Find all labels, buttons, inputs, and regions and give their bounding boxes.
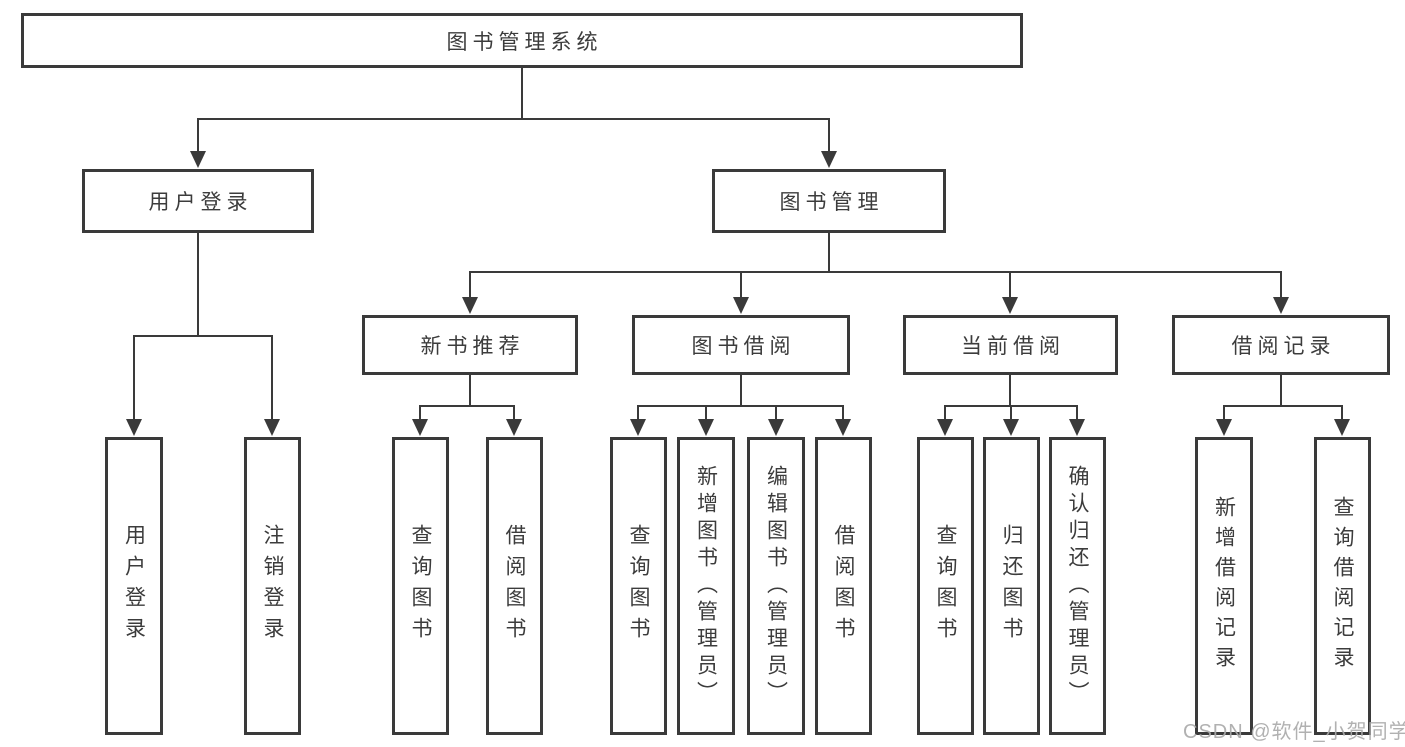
node-book-borrow-label: 图书借阅	[691, 335, 796, 358]
node-root-label: 图书管理系统	[446, 30, 603, 54]
edge-arrow-line-add-borrow-record	[1223, 405, 1225, 420]
arrowhead-icon-edit-book	[768, 419, 784, 436]
node-leaf-borrow-book-rec-label: 借阅图书	[503, 524, 526, 648]
node-borrow-records: 借阅记录	[1172, 315, 1390, 375]
edge-root-bar	[197, 118, 830, 120]
node-user-login-label: 用户登录	[148, 191, 253, 214]
node-leaf-add-book-label: 新增图书（管理员）	[694, 464, 718, 708]
node-leaf-confirm-return-label: 确认归还（管理员）	[1066, 464, 1089, 708]
node-user-login: 用户登录	[82, 169, 314, 233]
edge-arrow-line-borrow-book	[842, 405, 844, 420]
edge-arrow-line-new-book-rec	[469, 271, 471, 298]
node-leaf-add-book: 新增图书（管理员）	[677, 437, 735, 735]
arrowhead-icon-leaf-user-login	[126, 419, 142, 436]
node-leaf-confirm-return: 确认归还（管理员）	[1049, 437, 1106, 735]
edge-book-mgmt-stem	[828, 233, 830, 273]
edge-book-borrow-stem	[740, 375, 742, 407]
arrowhead-icon-new-book-rec	[462, 297, 478, 314]
edge-root-stem	[521, 68, 523, 120]
node-book-mgmt: 图书管理	[712, 169, 946, 233]
arrowhead-icon-confirm-return	[1069, 419, 1085, 436]
arrowhead-icon-borrow-book	[835, 419, 851, 436]
node-leaf-edit-book-label: 编辑图书（管理员）	[764, 464, 788, 708]
arrowhead-icon-leaf-logout	[264, 419, 280, 436]
node-current-borrow: 当前借阅	[903, 315, 1118, 375]
node-leaf-user-login: 用户登录	[105, 437, 163, 735]
arrowhead-icon-return-book	[1003, 419, 1019, 436]
node-leaf-return-book-label: 归还图书	[1000, 524, 1023, 648]
node-leaf-query-borrow-record: 查询借阅记录	[1314, 437, 1371, 735]
watermark: CSDN @软件_小贺同学	[1183, 721, 1405, 743]
arrowhead-icon-query-books-rec	[412, 419, 428, 436]
arrowhead-icon-user-login	[190, 151, 206, 168]
node-leaf-return-book: 归还图书	[983, 437, 1040, 735]
edge-new-book-rec-bar	[419, 405, 515, 407]
edge-arrow-line-query-borrow-record	[1341, 405, 1343, 420]
edge-arrow-line-edit-book	[775, 405, 777, 420]
edge-arrow-line-borrow-records	[1280, 271, 1282, 298]
edge-arrow-line-book-borrow	[740, 271, 742, 298]
node-leaf-borrow-book-rec: 借阅图书	[486, 437, 543, 735]
edge-arrow-line-leaf-user-login	[133, 335, 135, 420]
edge-current-borrow-stem	[1009, 375, 1011, 407]
node-leaf-logout: 注销登录	[244, 437, 301, 735]
node-leaf-logout-label: 注销登录	[261, 524, 284, 648]
node-borrow-records-label: 借阅记录	[1231, 335, 1336, 358]
arrowhead-icon-borrow-records	[1273, 297, 1289, 314]
arrowhead-icon-add-borrow-record	[1216, 419, 1232, 436]
arrowhead-icon-query-books-borrow	[630, 419, 646, 436]
edge-user-login-stem	[197, 233, 199, 337]
node-leaf-borrow-book-label: 借阅图书	[832, 524, 855, 648]
arrowhead-icon-add-book	[698, 419, 714, 436]
edge-arrow-line-confirm-return	[1076, 405, 1078, 420]
node-new-book-rec: 新书推荐	[362, 315, 578, 375]
edge-arrow-line-book-mgmt	[828, 118, 830, 152]
edge-arrow-line-query-books-borrow	[637, 405, 639, 420]
node-book-borrow: 图书借阅	[632, 315, 850, 375]
arrowhead-icon-query-borrow-record	[1334, 419, 1350, 436]
edge-new-book-rec-stem	[469, 375, 471, 407]
node-leaf-user-login-label: 用户登录	[122, 524, 146, 648]
arrowhead-icon-borrow-book-rec	[506, 419, 522, 436]
arrowhead-icon-book-borrow	[733, 297, 749, 314]
edge-arrow-line-query-books-current	[944, 405, 946, 420]
node-root: 图书管理系统	[21, 13, 1023, 68]
node-leaf-borrow-book: 借阅图书	[815, 437, 872, 735]
edge-borrow-records-bar	[1223, 405, 1343, 407]
arrowhead-icon-query-books-current	[937, 419, 953, 436]
node-leaf-query-books-rec: 查询图书	[392, 437, 449, 735]
node-leaf-query-books-rec-label: 查询图书	[409, 524, 432, 648]
node-new-book-rec-label: 新书推荐	[420, 335, 525, 358]
node-leaf-query-borrow-record-label: 查询借阅记录	[1331, 496, 1354, 676]
arrowhead-icon-current-borrow	[1002, 297, 1018, 314]
node-current-borrow-label: 当前借阅	[961, 335, 1065, 358]
edge-arrow-line-user-login	[197, 118, 199, 152]
edge-arrow-line-current-borrow	[1009, 271, 1011, 298]
edge-arrow-line-leaf-logout	[271, 335, 273, 420]
node-leaf-add-borrow-record: 新增借阅记录	[1195, 437, 1253, 735]
node-book-mgmt-label: 图书管理	[779, 191, 884, 214]
arrowhead-icon-book-mgmt	[821, 151, 837, 168]
node-leaf-edit-book: 编辑图书（管理员）	[747, 437, 805, 735]
edge-user-login-bar	[133, 335, 273, 337]
node-leaf-query-books-borrow-label: 查询图书	[627, 524, 650, 648]
edge-book-mgmt-bar	[469, 271, 1282, 273]
edge-book-borrow-bar	[637, 405, 844, 407]
node-leaf-add-borrow-record-label: 新增借阅记录	[1212, 496, 1236, 676]
edge-borrow-records-stem	[1280, 375, 1282, 407]
node-leaf-query-books-borrow: 查询图书	[610, 437, 667, 735]
edge-arrow-line-query-books-rec	[419, 405, 421, 420]
edge-arrow-line-return-book	[1010, 405, 1012, 420]
edge-arrow-line-add-book	[705, 405, 707, 420]
node-leaf-query-books-current-label: 查询图书	[934, 524, 957, 648]
edge-arrow-line-borrow-book-rec	[513, 405, 515, 420]
node-leaf-query-books-current: 查询图书	[917, 437, 974, 735]
